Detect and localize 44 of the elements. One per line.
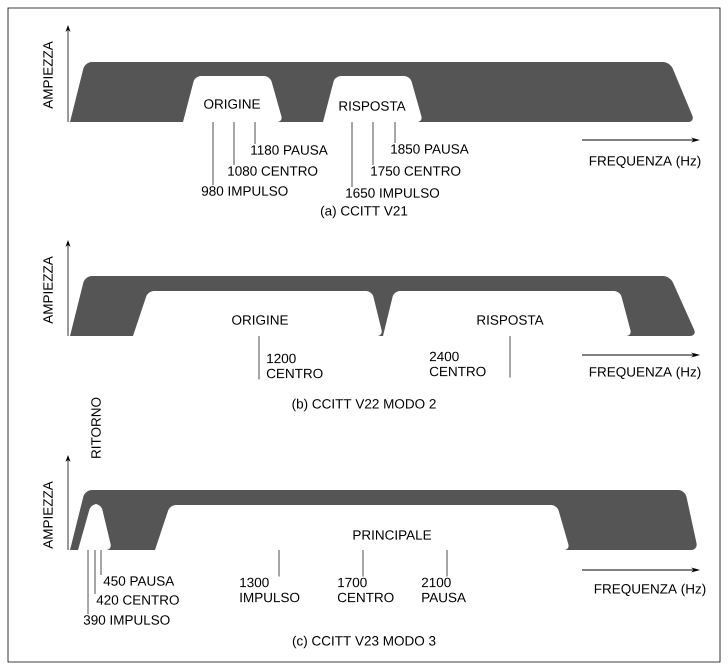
- passband: RISPOSTA: [323, 76, 422, 122]
- band-label: RITORNO: [91, 398, 101, 458]
- frequency-label: 1650 IMPULSO: [346, 188, 440, 198]
- leader-line: [394, 122, 396, 144]
- leader-line: [258, 336, 260, 380]
- leader-line: [94, 550, 96, 594]
- frequency-label: 1080 CENTRO: [228, 166, 318, 176]
- frequency-label: 1700 CENTRO: [338, 578, 394, 602]
- frequency-label: 1200 CENTRO: [266, 354, 323, 378]
- leader-line: [278, 550, 280, 577]
- frequency-label: 1850 PAUSA: [391, 144, 469, 154]
- axis-label: AMPIEZZA: [43, 481, 53, 549]
- leader-line: [212, 122, 214, 186]
- passband: ORIGINE: [133, 291, 382, 336]
- node-label: RISPOSTA: [477, 315, 544, 325]
- frequency-label: 420 CENTRO: [96, 595, 179, 605]
- leader-line: [372, 122, 374, 166]
- caption: (c) CCITT V23 MODO 3: [292, 636, 436, 648]
- caption: (b) CCITT V22 MODO 2: [292, 398, 436, 412]
- passband: RISPOSTA: [383, 291, 631, 336]
- axis-label: FREQUENZA (Hz): [594, 584, 706, 596]
- frequency-label: 2100 PAUSA: [422, 578, 466, 602]
- frequency-label: 980 IMPULSO: [202, 186, 288, 196]
- frequency-label: 450 PAUSA: [104, 576, 174, 586]
- node-label: RISPOSTA: [339, 101, 406, 111]
- node-label: ORIGINE: [232, 315, 288, 325]
- node-label: PRINCIPALE: [353, 530, 432, 540]
- frequency-label: 1180 PAUSA: [251, 145, 328, 155]
- frequency-label: 1750 CENTRO: [371, 166, 460, 176]
- frequency-label: 1300 IMPULSO: [240, 578, 300, 602]
- leader-line: [100, 550, 102, 576]
- axis-label: AMPIEZZA: [43, 41, 53, 109]
- axis-label: FREQUENZA (Hz): [590, 156, 700, 168]
- frequency-label: 390 IMPULSO: [84, 615, 170, 625]
- leader-line: [254, 122, 256, 144]
- passband: PRINCIPALE: [155, 505, 569, 550]
- axis-label: FREQUENZA (Hz): [590, 366, 700, 380]
- frequency-label: 2400 CENTRO: [430, 352, 486, 376]
- caption: (a) CCITT V21: [320, 206, 408, 218]
- leader-line: [446, 550, 448, 577]
- leader-line: [362, 550, 364, 577]
- node-label: ORIGINE: [204, 99, 260, 109]
- axis-label: AMPIEZZA: [43, 256, 53, 324]
- passband: ORIGINE: [183, 76, 282, 122]
